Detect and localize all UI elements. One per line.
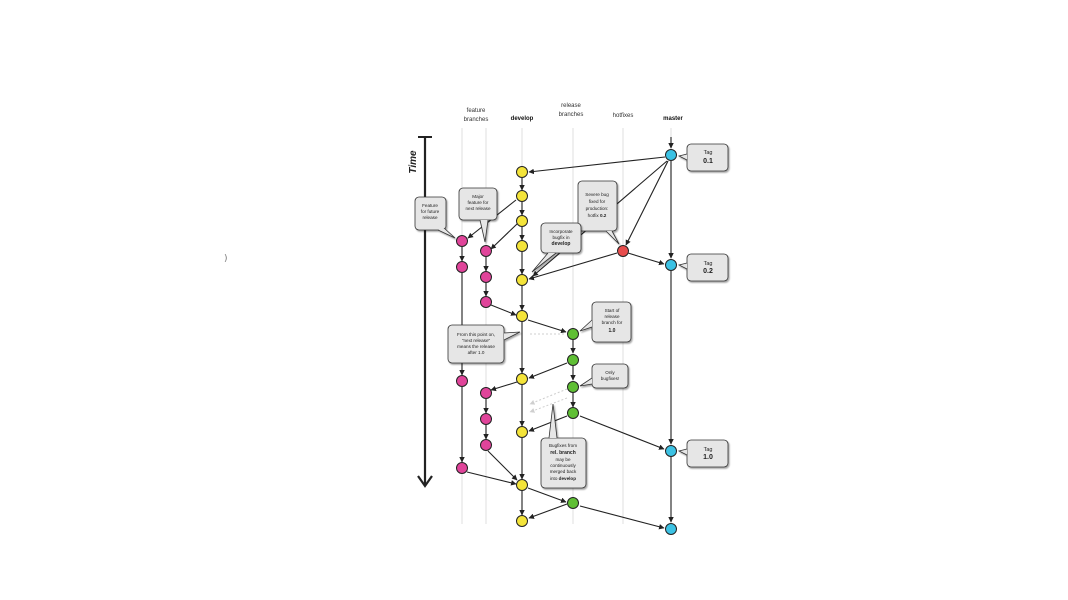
commit-release — [567, 328, 579, 340]
note-major-feature — [458, 187, 498, 243]
commit-develop — [516, 240, 528, 252]
commit-develop — [516, 373, 528, 385]
callouts: Tag 0.1 Tag 0.2 Tag 1.0 Feature for futu… — [414, 143, 729, 489]
note-text: rel. branch — [550, 450, 576, 456]
tag-0-2-version: 0.2 — [703, 268, 713, 275]
time-axis: Time — [408, 136, 433, 488]
note-text: fixed for — [589, 199, 606, 204]
note-text: merged back — [550, 469, 577, 474]
note-text: Major — [472, 194, 484, 199]
commit-develop — [516, 274, 528, 286]
note-text: Incorporate — [549, 229, 573, 234]
note-text: production: — [586, 206, 609, 211]
note-severe-bug — [577, 180, 620, 245]
commit-feature — [456, 375, 468, 387]
commit-develop — [516, 479, 528, 491]
commit-develop — [516, 426, 528, 438]
note-text: branch for — [602, 320, 623, 325]
note-feature-future — [414, 196, 456, 239]
commit-release — [567, 407, 579, 419]
tag-0-1-callout — [677, 143, 729, 172]
commit-master-latest — [665, 523, 677, 535]
tag-1-0-version: 1.0 — [703, 454, 713, 461]
commit-develop — [516, 215, 528, 227]
stray-bracket-char: ) — [224, 254, 228, 264]
commit-develop — [516, 190, 528, 202]
note-text: next release — [465, 206, 490, 211]
commit-feature — [480, 387, 492, 399]
commit-release — [567, 354, 579, 366]
time-arrow-head — [417, 475, 433, 488]
note-text: feature for — [468, 200, 489, 205]
note-text: bugfix in — [552, 235, 570, 240]
commit-feature — [456, 462, 468, 474]
tag-0-1-label: Tag — [704, 150, 713, 156]
note-text: hotfix 0.2 — [588, 213, 607, 218]
note-text: develop — [552, 241, 571, 247]
note-text-part: into — [550, 476, 559, 481]
commits — [456, 149, 677, 535]
tag-1-0-label: Tag — [704, 447, 713, 453]
tag-0-2-label: Tag — [704, 261, 713, 267]
note-text: Bugfixes from — [549, 443, 577, 448]
commit-connections — [459, 137, 674, 530]
note-text: Only — [605, 370, 615, 375]
note-incorporate-bugfix — [531, 222, 582, 273]
commit-release — [567, 381, 579, 393]
commit-master-1-0 — [665, 445, 677, 457]
note-from-this-point — [447, 324, 521, 364]
note-text: release — [422, 215, 438, 220]
lane-header-master: master — [663, 116, 683, 122]
commit-feature — [480, 439, 492, 451]
note-text-version: 0.2 — [600, 213, 607, 218]
note-text: means the release — [457, 344, 495, 349]
note-bugfixes-merged — [540, 403, 587, 489]
note-text: Severe bug — [585, 192, 609, 197]
note-text: Feature — [422, 203, 438, 208]
commit-master-0-2 — [665, 259, 677, 271]
note-text: may be — [555, 457, 571, 462]
commit-feature — [456, 261, 468, 273]
note-text: into develop — [550, 476, 576, 481]
note-text: 1.0 — [609, 328, 616, 334]
commit-feature — [480, 271, 492, 283]
note-text: From this point on, — [457, 332, 495, 337]
note-text: for future — [421, 209, 440, 214]
commit-develop — [516, 515, 528, 527]
commit-feature — [480, 296, 492, 308]
note-text: Start of — [605, 308, 621, 313]
tag-0-1-version: 0.1 — [703, 158, 713, 165]
note-text: continuously — [550, 463, 576, 468]
lane-header-feature-2: branches — [464, 117, 489, 123]
commit-develop — [516, 166, 528, 178]
lane-header-release-2: branches — [559, 112, 584, 118]
tag-1-0-callout — [677, 439, 729, 468]
lane-header-release-1: release — [561, 103, 581, 109]
note-text: after 1.0 — [468, 350, 485, 355]
optional-merges — [529, 333, 568, 413]
note-text: "next release" — [462, 338, 491, 343]
note-text: bugfixes! — [601, 376, 619, 381]
lane-header-feature-1: feature — [467, 108, 486, 114]
lane-headers: feature branches develop release branche… — [464, 103, 684, 123]
commit-feature — [456, 235, 468, 247]
commit-hotfix — [617, 245, 629, 257]
time-label: Time — [408, 150, 419, 174]
commit-feature — [480, 413, 492, 425]
note-text-part: hotfix — [588, 213, 600, 218]
commit-release — [567, 497, 579, 509]
lane-header-develop: develop — [511, 116, 534, 122]
commit-develop — [516, 310, 528, 322]
note-text-branch: develop — [559, 476, 577, 481]
commit-master-0-1 — [665, 149, 677, 161]
tag-0-2-callout — [677, 253, 729, 282]
note-text: release — [604, 314, 620, 319]
lane-header-hotfixes: hotfixes — [613, 113, 634, 119]
note-only-bugfixes — [579, 363, 629, 389]
note-start-release — [579, 301, 632, 343]
commit-feature — [480, 245, 492, 257]
